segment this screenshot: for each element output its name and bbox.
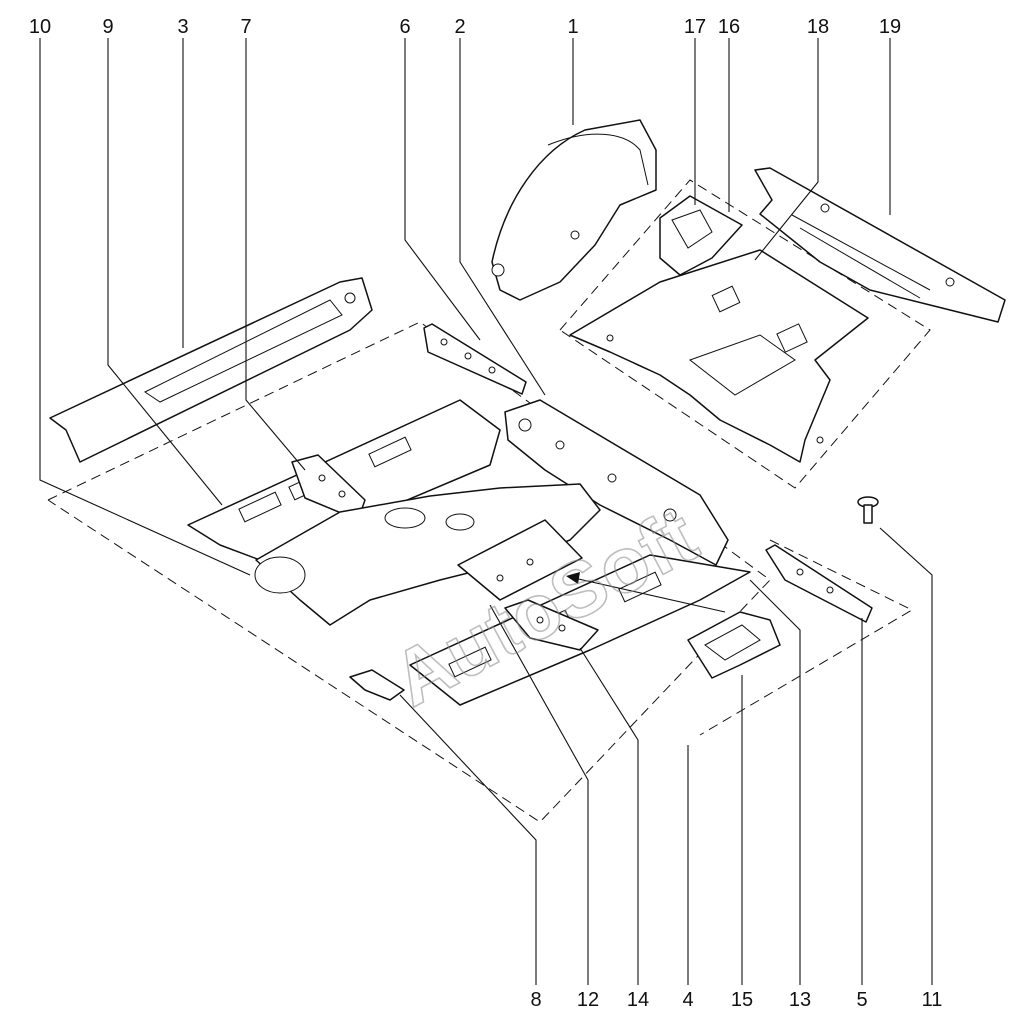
part-19-rear-panel [754, 167, 1006, 323]
callout-19: 19 [879, 16, 901, 38]
callout-7: 7 [240, 16, 251, 38]
callout-5: 5 [856, 989, 867, 1011]
part-18-rear-floor [569, 249, 869, 463]
part-6-bracket [423, 323, 527, 395]
part-8-small-bracket [349, 669, 405, 701]
callout-11: 11 [922, 989, 943, 1011]
assembly-outline-front [47, 321, 914, 823]
assembly-arrow [566, 572, 726, 613]
part-1-wheel-arch [491, 119, 657, 301]
callout-17: 17 [684, 16, 706, 38]
callout-labels: 10 9 3 7 6 2 1 17 16 18 19 8 12 14 4 15 … [29, 16, 943, 1011]
callout-18: 18 [807, 16, 829, 38]
callout-15: 15 [731, 989, 753, 1011]
part-3-left-sill [49, 277, 373, 463]
part-17-rear-bracket [659, 195, 743, 276]
assembly-outline-rear [559, 179, 931, 489]
callout-8: 8 [530, 989, 541, 1011]
callout-16: 16 [718, 16, 740, 38]
callout-12: 12 [577, 989, 599, 1011]
callout-14: 14 [627, 989, 649, 1011]
part-14-seat-bracket [504, 599, 599, 651]
part-10-central-tunnel [254, 483, 601, 626]
part-12-seat-bracket [457, 519, 583, 601]
callout-9: 9 [102, 16, 113, 38]
callout-1: 1 [567, 16, 578, 38]
part-11-bolt [857, 496, 879, 524]
callout-10: 10 [29, 16, 51, 38]
part-2-crossmember [504, 399, 729, 566]
callout-6: 6 [399, 16, 410, 38]
callout-13: 13 [789, 989, 811, 1011]
callout-2: 2 [454, 16, 465, 38]
part-5-bracket [765, 544, 873, 623]
callout-3: 3 [177, 16, 188, 38]
leader-lines [39, 38, 933, 985]
callout-4: 4 [682, 989, 693, 1011]
part-15-pad [687, 611, 781, 679]
